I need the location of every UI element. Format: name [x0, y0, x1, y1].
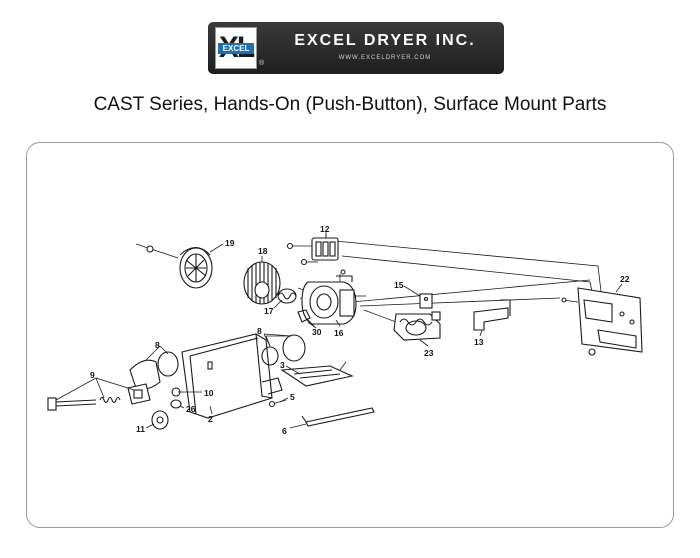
label-5: 5	[290, 392, 295, 402]
part-8-rings-upper	[261, 334, 306, 366]
label-19: 19	[225, 238, 235, 248]
xl-badge: XL EXCEL	[215, 27, 257, 69]
company-name: EXCEL DRYER INC.	[294, 32, 476, 49]
badge-word: EXCEL	[218, 43, 254, 54]
label-6: 6	[282, 426, 287, 436]
label-23: 23	[424, 348, 434, 358]
part-30-clip	[297, 309, 315, 327]
part-17-spring	[277, 288, 297, 304]
part-5-screw	[268, 399, 287, 408]
registered-mark: ®	[259, 60, 265, 67]
part-16-motor	[297, 269, 366, 325]
label-2: 2	[208, 414, 213, 424]
part-13-l-bracket	[473, 299, 511, 331]
label-8-upper: 8	[257, 326, 262, 336]
page-title: CAST Series, Hands-On (Push-Button), Sur…	[93, 94, 607, 115]
label-30: 30	[312, 327, 322, 337]
label-9: 9	[90, 370, 95, 380]
label-26: 26	[186, 404, 196, 414]
label-10: 10	[204, 388, 214, 398]
part-15-bracket	[419, 293, 433, 309]
part-19-grille	[135, 243, 213, 289]
label-8-lower: 8	[155, 340, 160, 350]
label-3: 3	[280, 360, 285, 370]
label-18: 18	[258, 246, 268, 256]
label-17: 17	[264, 306, 274, 316]
label-11: 11	[136, 424, 145, 434]
excel-dryer-logo: XL EXCEL ® EXCEL DRYER INC. WWW.EXCELDRY…	[208, 22, 504, 74]
label-16: 16	[334, 328, 344, 338]
part-2-cover-shell	[181, 333, 283, 419]
part-6-rod	[301, 407, 375, 427]
label-13: 13	[474, 337, 484, 347]
part-12-switch-block	[286, 230, 339, 266]
part-3-screen	[280, 361, 354, 387]
label-12: 12	[320, 224, 330, 234]
part-11-knob	[151, 410, 169, 430]
part-8-rings-lower	[129, 351, 179, 390]
part-23-heating-element	[363, 309, 441, 341]
label-15: 15	[394, 280, 404, 290]
diagram-frame	[26, 142, 674, 528]
part-9-push-button-assembly	[47, 383, 151, 411]
part-22-mounting-plate	[561, 287, 643, 356]
company-website: WWW.EXCELDRYER.COM	[338, 55, 432, 61]
part-26-washer	[170, 399, 182, 409]
part-18-fan-wheel	[243, 261, 281, 305]
leader-lines	[55, 234, 623, 429]
label-22: 22	[620, 274, 630, 284]
